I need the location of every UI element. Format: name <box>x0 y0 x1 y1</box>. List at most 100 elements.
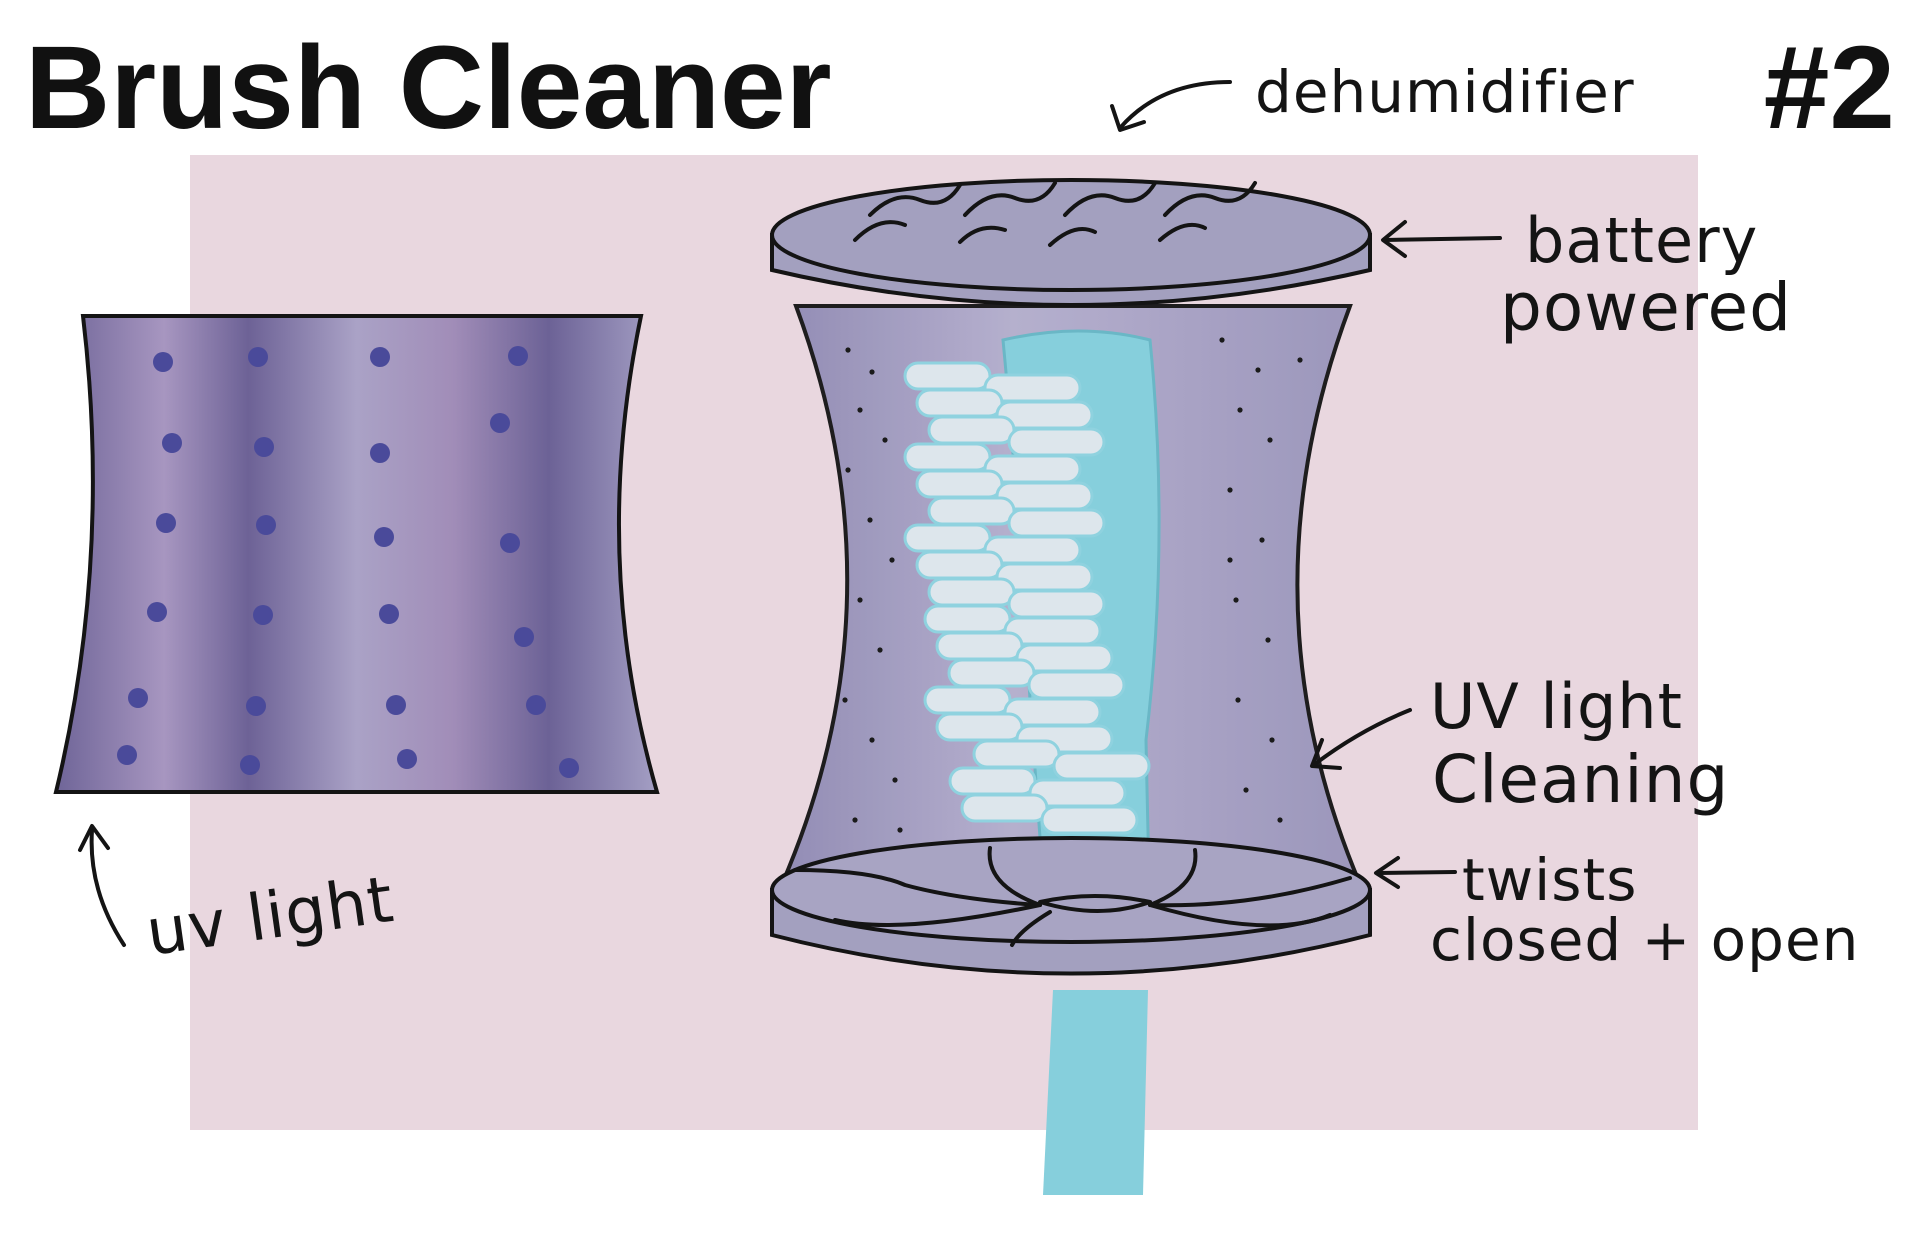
svg-text:UV light: UV light <box>1430 670 1683 743</box>
speck <box>842 697 848 703</box>
label-twists: twists closed + open <box>1374 846 1859 974</box>
speck <box>1235 697 1241 703</box>
uv-dot <box>117 745 137 765</box>
bristle <box>1040 805 1139 835</box>
bristle <box>927 496 1016 526</box>
top-cap-dehumidifier <box>770 178 1372 307</box>
uv-dot-grid <box>117 346 579 778</box>
label-battery-powered: battery powered <box>1381 204 1792 346</box>
speck <box>897 827 903 833</box>
arrow-twists <box>1376 870 1457 875</box>
svg-text:dehumidifier: dehumidifier <box>1255 58 1635 126</box>
bristle <box>903 442 992 472</box>
bristle <box>923 604 1012 634</box>
speck <box>892 777 898 783</box>
bristle <box>960 793 1049 823</box>
bristle <box>972 739 1061 769</box>
speck <box>1227 487 1233 493</box>
uv-dot <box>156 513 176 533</box>
bristle <box>935 631 1024 661</box>
speck <box>1255 367 1261 373</box>
uv-dot <box>370 443 390 463</box>
speck <box>877 647 883 653</box>
bottom-cap-twist <box>770 836 1372 976</box>
svg-text:powered: powered <box>1500 269 1792 346</box>
page-title: Brush Cleaner <box>25 22 832 154</box>
speck <box>1259 537 1265 543</box>
speck <box>869 369 875 375</box>
bristle <box>927 577 1016 607</box>
label-uv-light-cleaning: UV light Cleaning <box>1310 670 1729 818</box>
svg-text:Cleaning: Cleaning <box>1432 741 1729 818</box>
uv-dot <box>526 695 546 715</box>
bristle <box>1052 751 1151 781</box>
svg-text:battery: battery <box>1525 204 1758 277</box>
speck <box>1269 737 1275 743</box>
uv-dot <box>153 352 173 372</box>
uv-dot <box>248 347 268 367</box>
speck <box>869 737 875 743</box>
uv-dot <box>559 758 579 778</box>
arrow-dehumidifier <box>1118 80 1232 130</box>
uv-dot <box>490 413 510 433</box>
uv-dot <box>397 749 417 769</box>
bristle <box>915 388 1004 418</box>
speck <box>1227 557 1233 563</box>
uv-dot <box>256 515 276 535</box>
concept-number: #2 <box>1764 22 1895 154</box>
speck <box>857 407 863 413</box>
speck <box>1243 787 1249 793</box>
arrow-battery <box>1383 236 1502 242</box>
bristle <box>915 469 1004 499</box>
speck <box>1277 817 1283 823</box>
toothbrush-handle <box>1043 990 1148 1195</box>
bristle <box>1007 508 1106 538</box>
cleaner-device <box>770 178 1372 1195</box>
uv-dot <box>253 605 273 625</box>
bristle <box>1007 427 1106 457</box>
svg-text:twists: twists <box>1462 846 1637 914</box>
speck <box>845 467 851 473</box>
arrow-uv-light <box>89 828 126 947</box>
uv-dot <box>386 695 406 715</box>
bristle <box>927 415 1016 445</box>
bristle <box>935 712 1024 742</box>
uv-dot <box>379 604 399 624</box>
bristle <box>903 361 992 391</box>
speck <box>1237 407 1243 413</box>
bristle <box>903 523 992 553</box>
uv-dot <box>374 527 394 547</box>
uv-light-panel <box>53 314 660 794</box>
uv-dot <box>508 346 528 366</box>
bristle <box>1027 670 1126 700</box>
bristle <box>947 658 1036 688</box>
speck <box>867 517 873 523</box>
speck <box>882 437 888 443</box>
speck <box>1233 597 1239 603</box>
uv-dot <box>514 627 534 647</box>
uv-dot <box>254 437 274 457</box>
speck <box>1219 337 1225 343</box>
svg-text:closed + open: closed + open <box>1430 906 1859 974</box>
arrow-uv-cleaning <box>1313 708 1412 766</box>
bristle <box>1007 589 1106 619</box>
speck <box>857 597 863 603</box>
bristle <box>923 685 1012 715</box>
speck <box>1297 357 1303 363</box>
uv-dot <box>246 696 266 716</box>
bristle <box>915 550 1004 580</box>
speck <box>845 347 851 353</box>
uv-dot <box>370 347 390 367</box>
uv-dot <box>128 688 148 708</box>
chamber-specks <box>842 337 1303 833</box>
uv-dot <box>147 602 167 622</box>
speck <box>852 817 858 823</box>
bristle <box>948 766 1037 796</box>
uv-dot <box>240 755 260 775</box>
toothbrush-bristles <box>903 361 1151 835</box>
label-dehumidifier: dehumidifier <box>1110 58 1635 132</box>
speck <box>889 557 895 563</box>
speck <box>1265 637 1271 643</box>
uv-dot <box>162 433 182 453</box>
